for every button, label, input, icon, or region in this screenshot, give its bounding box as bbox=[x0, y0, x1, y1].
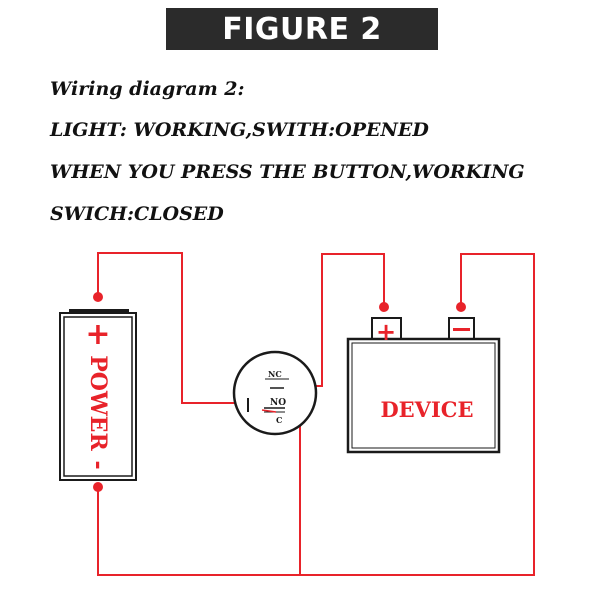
power-minus-terminal bbox=[93, 482, 103, 492]
caption-line-3: WHEN YOU PRESS THE BUTTON,WORKING bbox=[50, 161, 525, 183]
power-supply: + POWER - bbox=[59, 292, 137, 492]
device-plus-sign: + bbox=[376, 318, 396, 346]
switch-c-label: C bbox=[276, 415, 282, 425]
caption-line-4: SWICH:CLOSED bbox=[50, 203, 224, 225]
device-minus-sign-bar bbox=[453, 328, 470, 331]
push-switch: NC NO C bbox=[232, 350, 318, 436]
device: + DEVICE bbox=[346, 302, 501, 454]
power-label: POWER bbox=[85, 355, 111, 451]
device-plus-terminal bbox=[379, 302, 389, 312]
wire-power-plus-to-switch bbox=[97, 252, 266, 404]
caption-line-2: LIGHT: WORKING,SWITH:OPENED bbox=[50, 119, 429, 141]
power-minus-sign: - bbox=[85, 460, 110, 469]
device-label: DEVICE bbox=[380, 397, 473, 422]
power-plus-sign: + bbox=[85, 317, 110, 352]
switch-no-label: NO bbox=[270, 398, 286, 408]
wire-power-minus-return bbox=[97, 487, 300, 576]
power-plus-terminal bbox=[93, 292, 103, 302]
device-body bbox=[346, 337, 501, 454]
device-minus-terminal bbox=[456, 302, 466, 312]
switch-nc-label: NC bbox=[268, 369, 282, 379]
caption-line-1: Wiring diagram 2: bbox=[50, 78, 245, 100]
battery-cap bbox=[69, 309, 129, 314]
figure-title: FIGURE 2 bbox=[222, 11, 382, 47]
wire-device-minus-loop bbox=[299, 253, 535, 576]
switch-body bbox=[232, 350, 318, 436]
battery-body bbox=[59, 312, 137, 481]
figure-title-banner: FIGURE 2 bbox=[166, 8, 438, 50]
